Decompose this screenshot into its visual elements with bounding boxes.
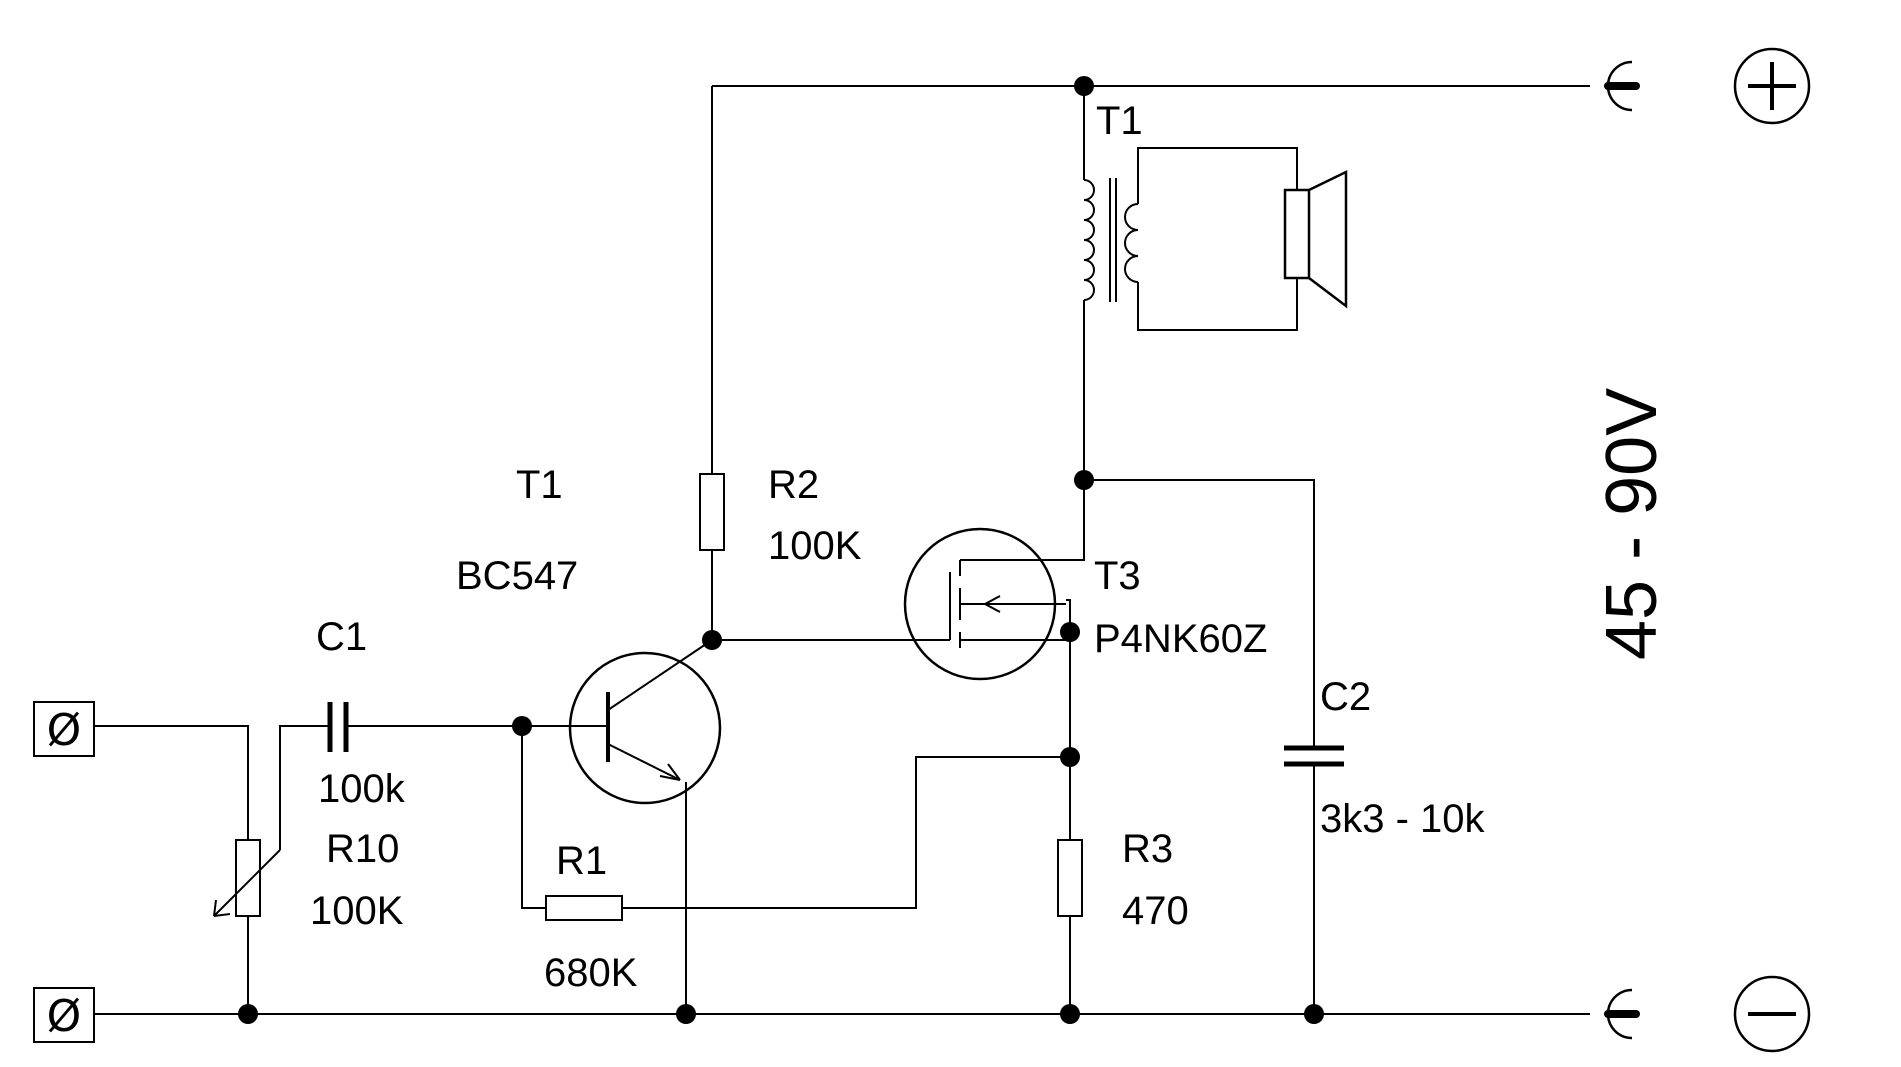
label-r1-ref: R1 bbox=[556, 839, 607, 883]
supply-terminal-plus bbox=[1604, 47, 1811, 125]
bjt-transistor-t1 bbox=[568, 639, 722, 805]
junction-dot bbox=[1304, 1004, 1324, 1024]
junction-dot bbox=[238, 1004, 258, 1024]
resistor-r3 bbox=[1057, 839, 1083, 917]
mosfet-transistor-t3 bbox=[903, 527, 1066, 681]
capacitor-c1 bbox=[327, 702, 349, 752]
junction-dot bbox=[512, 716, 532, 736]
label-r10-ref: R10 bbox=[326, 827, 399, 871]
label-r2-value: 100K bbox=[768, 524, 862, 568]
input-terminal-bottom-symbol: Ø bbox=[47, 991, 82, 1042]
label-r10-value: 100K bbox=[310, 889, 404, 933]
label-c1-ref: C1 bbox=[316, 615, 367, 659]
junction-dot bbox=[676, 1004, 696, 1024]
label-t3-ref: T3 bbox=[1094, 554, 1141, 598]
resistor-r1 bbox=[545, 895, 623, 921]
junction-dot bbox=[1060, 622, 1080, 642]
resistor-r2 bbox=[699, 473, 725, 551]
label-r2-ref: R2 bbox=[768, 463, 819, 507]
input-terminal-bottom: Ø bbox=[33, 987, 95, 1043]
supply-terminal-minus bbox=[1604, 975, 1811, 1053]
supply-voltage-label: 45 - 90V bbox=[1592, 388, 1672, 660]
junction-dot bbox=[1074, 76, 1094, 96]
junction-dot bbox=[1060, 747, 1080, 767]
label-r3-ref: R3 bbox=[1122, 827, 1173, 871]
speaker-icon bbox=[1283, 170, 1348, 309]
input-terminal-top: Ø bbox=[33, 701, 95, 757]
label-t1-transistor-ref: T1 bbox=[516, 463, 563, 507]
label-t1-transformer: T1 bbox=[1096, 99, 1143, 143]
label-t1-transistor-part: BC547 bbox=[456, 554, 578, 598]
output-transformer bbox=[1083, 178, 1139, 302]
junction-dot bbox=[1074, 470, 1094, 490]
wires bbox=[95, 85, 1590, 1015]
input-terminal-top-symbol: Ø bbox=[47, 705, 82, 756]
component-labels: T1 T1 BC547 R2 100K T3 P4NK60Z C1 100k R… bbox=[310, 99, 1672, 995]
label-t3-part: P4NK60Z bbox=[1094, 617, 1267, 661]
label-c2-ref: C2 bbox=[1320, 675, 1371, 719]
label-c2-value: 3k3 - 10k bbox=[1320, 797, 1486, 841]
label-r3-value: 470 bbox=[1122, 889, 1189, 933]
potentiometer-r10 bbox=[213, 839, 281, 917]
label-r1-value: 680K bbox=[544, 951, 638, 995]
capacitor-c2 bbox=[1284, 745, 1344, 767]
junction-dot bbox=[1060, 1004, 1080, 1024]
label-c1-value: 100k bbox=[318, 767, 406, 811]
